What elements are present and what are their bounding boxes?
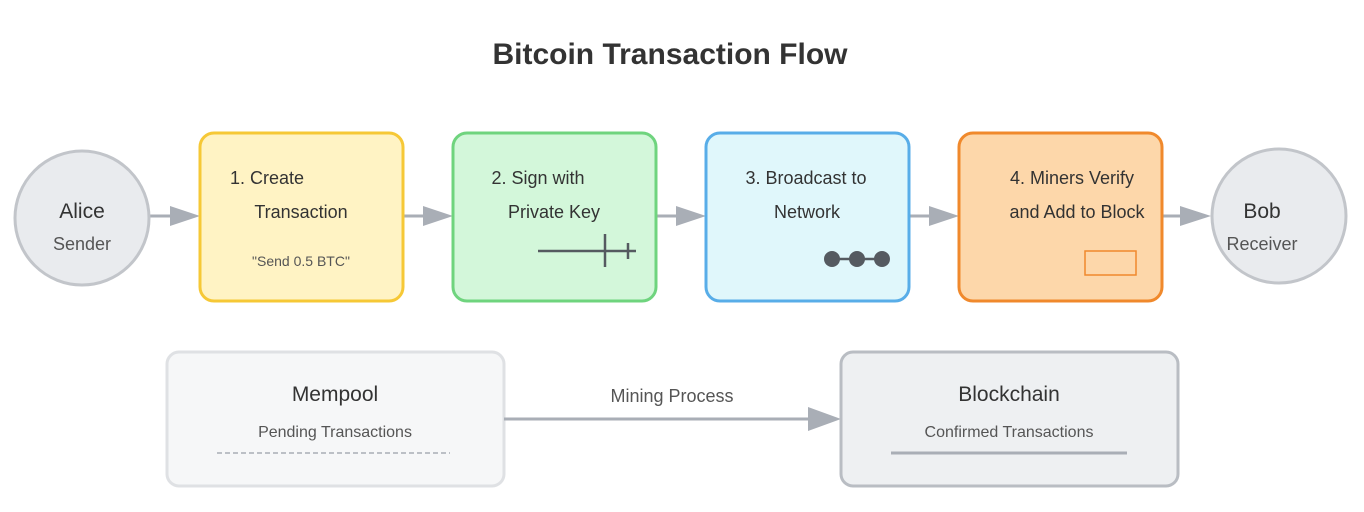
mempool-subtitle: Pending Transactions <box>258 424 412 441</box>
sender-node[interactable]: Alice Sender <box>13 149 151 287</box>
arrow-alice-to-step1 <box>150 206 200 226</box>
step-miners-verify[interactable]: 4. Miners Verify and Add to Block <box>957 131 1164 303</box>
key-icon <box>538 234 636 267</box>
step-4-line-1: 4. Miners Verify <box>1010 168 1134 188</box>
step-1-line-2: Transaction <box>254 202 347 222</box>
step-2-line-1: 2. Sign with <box>491 168 584 188</box>
step-3-line-2: Network <box>774 202 841 222</box>
step-sign-private-key[interactable]: 2. Sign with Private Key <box>451 131 658 303</box>
mempool-title: Mempool <box>292 383 378 406</box>
flow-arrows <box>150 206 1211 226</box>
page-title: Bitcoin Transaction Flow <box>492 38 848 71</box>
mining-process-label: Mining Process <box>610 386 733 406</box>
step-1-note: "Send 0.5 BTC" <box>252 253 350 269</box>
arrow-step4-to-bob <box>1162 206 1211 226</box>
step-1-line-1: 1. Create <box>230 168 304 188</box>
mempool-box[interactable]: Mempool Pending Transactions <box>165 350 506 488</box>
arrow-step2-to-step3 <box>656 206 706 226</box>
receiver-name: Bob <box>1243 200 1280 223</box>
blockchain-title: Blockchain <box>958 383 1060 406</box>
block-icon <box>1084 250 1137 276</box>
blockchain-subtitle: Confirmed Transactions <box>925 424 1094 441</box>
step-4-line-2: and Add to Block <box>1009 202 1145 222</box>
receiver-node[interactable]: Bob Receiver <box>1210 147 1348 285</box>
arrow-step3-to-step4 <box>909 206 959 226</box>
sender-role: Sender <box>53 234 111 254</box>
blockchain-box[interactable]: Blockchain Confirmed Transactions <box>839 350 1180 488</box>
network-nodes-icon <box>824 251 890 267</box>
arrow-mempool-to-blockchain <box>504 407 841 431</box>
step-3-line-1: 3. Broadcast to <box>745 168 866 188</box>
step-2-line-2: Private Key <box>508 202 600 222</box>
receiver-role: Receiver <box>1226 234 1297 254</box>
step-broadcast-network[interactable]: 3. Broadcast to Network <box>704 131 911 303</box>
sender-name: Alice <box>59 200 105 223</box>
step-create-transaction[interactable]: 1. Create Transaction "Send 0.5 BTC" <box>198 131 405 303</box>
arrow-step1-to-step2 <box>403 206 453 226</box>
